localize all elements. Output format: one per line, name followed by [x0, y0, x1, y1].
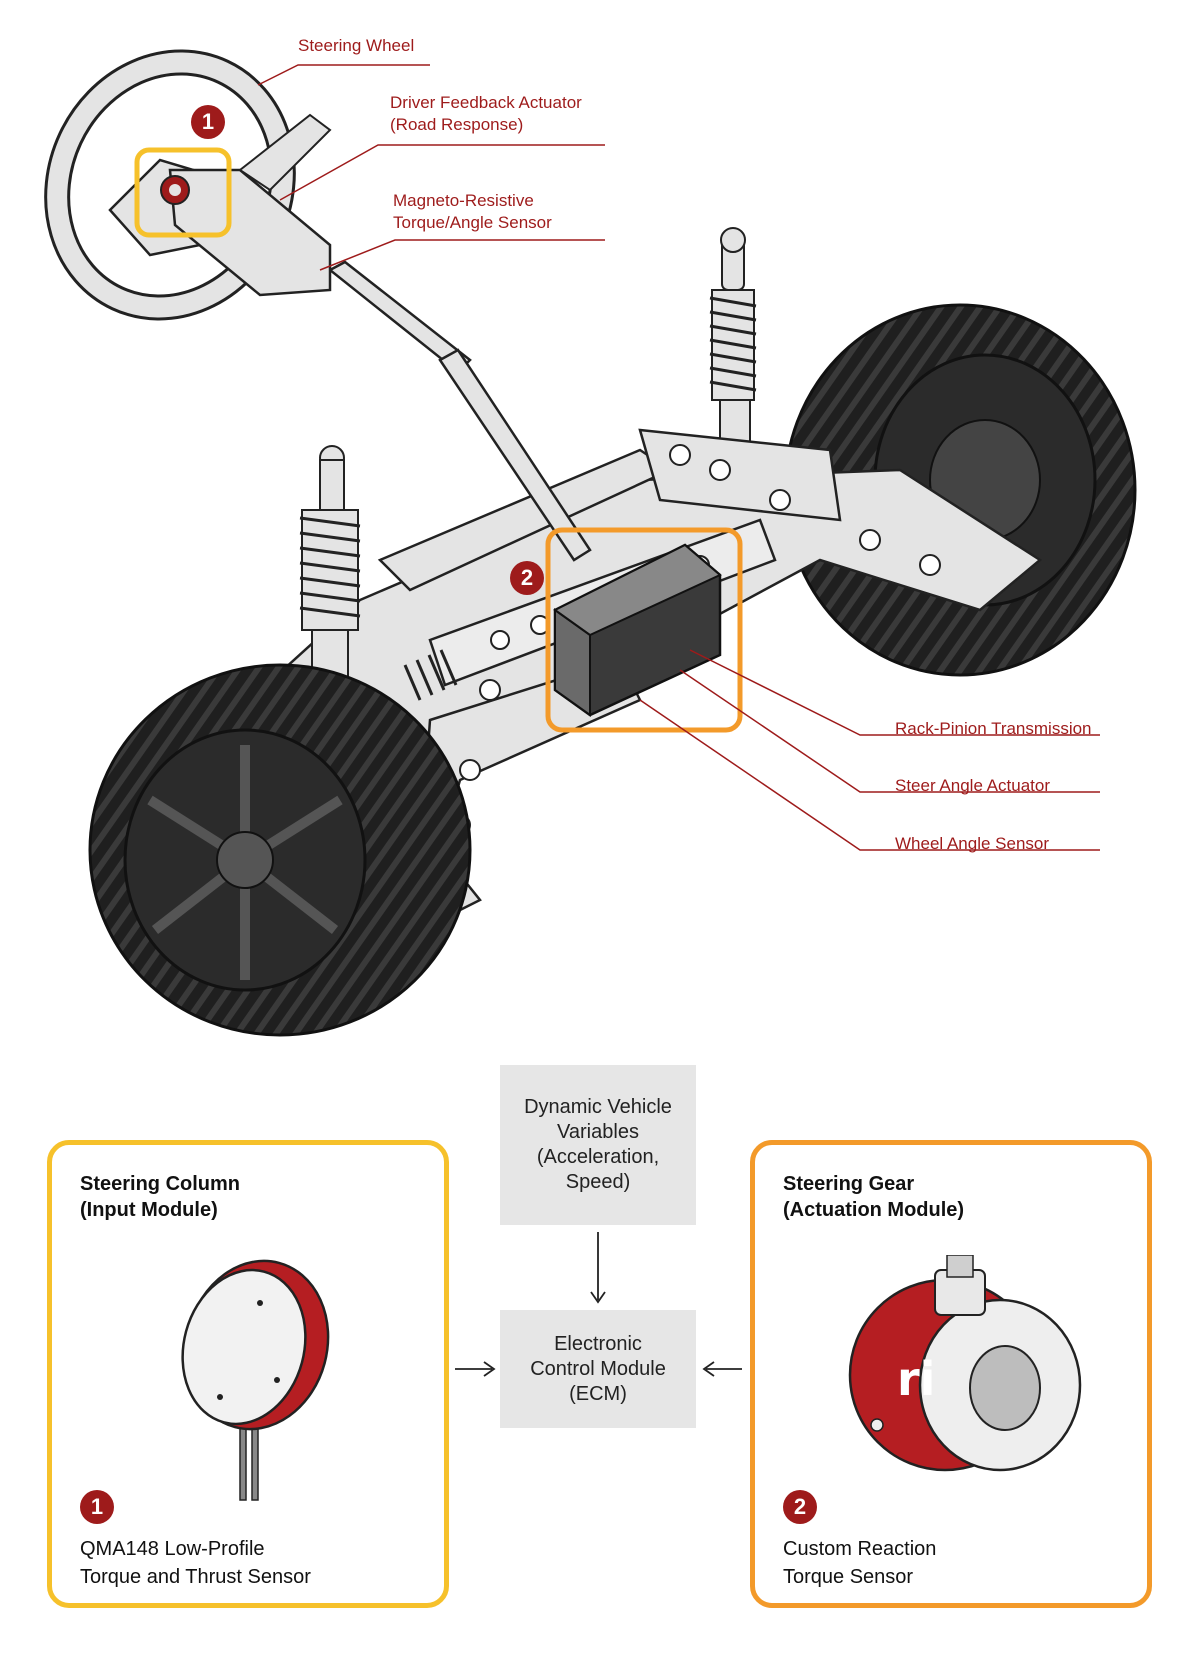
dynamic-vehicle-variables-box: Dynamic Vehicle Variables (Acceleration,…	[500, 1065, 696, 1225]
badge-one: 1	[191, 105, 225, 139]
svg-text:ri: ri	[897, 1352, 935, 1406]
wheel-angle-sensor-label: Wheel Angle Sensor	[895, 834, 1050, 853]
ecm-box: Electronic Control Module (ECM)	[500, 1310, 696, 1428]
mr-sensor-label: Magneto-Resistive	[393, 191, 534, 210]
dynamic-vehicle-variables-text: Dynamic Vehicle Variables (Acceleration,…	[524, 1096, 672, 1193]
actuation-module-title: Steering Gear (Actuation Module)	[783, 1173, 965, 1221]
qma148-sensor-image	[181, 1259, 330, 1501]
badge-two: 2	[510, 561, 544, 595]
reaction-torque-sensor-image: ri	[848, 1255, 1082, 1472]
leader-lines	[257, 64, 1100, 851]
actuation-module-badge: 2	[783, 1490, 817, 1524]
actuation-module-card: Steering Gear (Actuation Module) ri 2 Cu…	[750, 1140, 1152, 1608]
steering-wheel-label: Steering Wheel	[298, 36, 415, 55]
steer-angle-actuator-label: Steer Angle Actuator	[895, 776, 1050, 795]
actuation-module-caption: Custom Reaction Torque Sensor	[783, 1538, 937, 1588]
steering-system-illustration	[44, 49, 1137, 1037]
input-module-badge: 1	[80, 1490, 114, 1524]
steer-actuator-block	[553, 543, 722, 717]
driver-feedback-actuator-sublabel: (Road Response)	[390, 115, 524, 134]
input-module-highlight	[134, 147, 232, 238]
rack-pinion-label: Rack-Pinion Transmission	[895, 719, 1092, 738]
mr-sensor-sublabel: Torque/Angle Sensor	[393, 213, 552, 232]
driver-feedback-actuator-label: Driver Feedback Actuator	[390, 93, 582, 112]
left-wheel	[88, 663, 472, 1037]
actuation-module-highlight	[545, 527, 743, 733]
ecm-text: Electronic Control Module (ECM)	[530, 1332, 666, 1405]
steering-shaft	[327, 260, 592, 562]
steering-column-housing	[160, 113, 332, 297]
input-module-card: Steering Column (Input Module) 1 QMA148 …	[47, 1140, 449, 1608]
input-module-title: Steering Column (Input Module)	[80, 1173, 241, 1221]
input-module-caption: QMA148 Low-Profile Torque and Thrust Sen…	[80, 1538, 311, 1588]
